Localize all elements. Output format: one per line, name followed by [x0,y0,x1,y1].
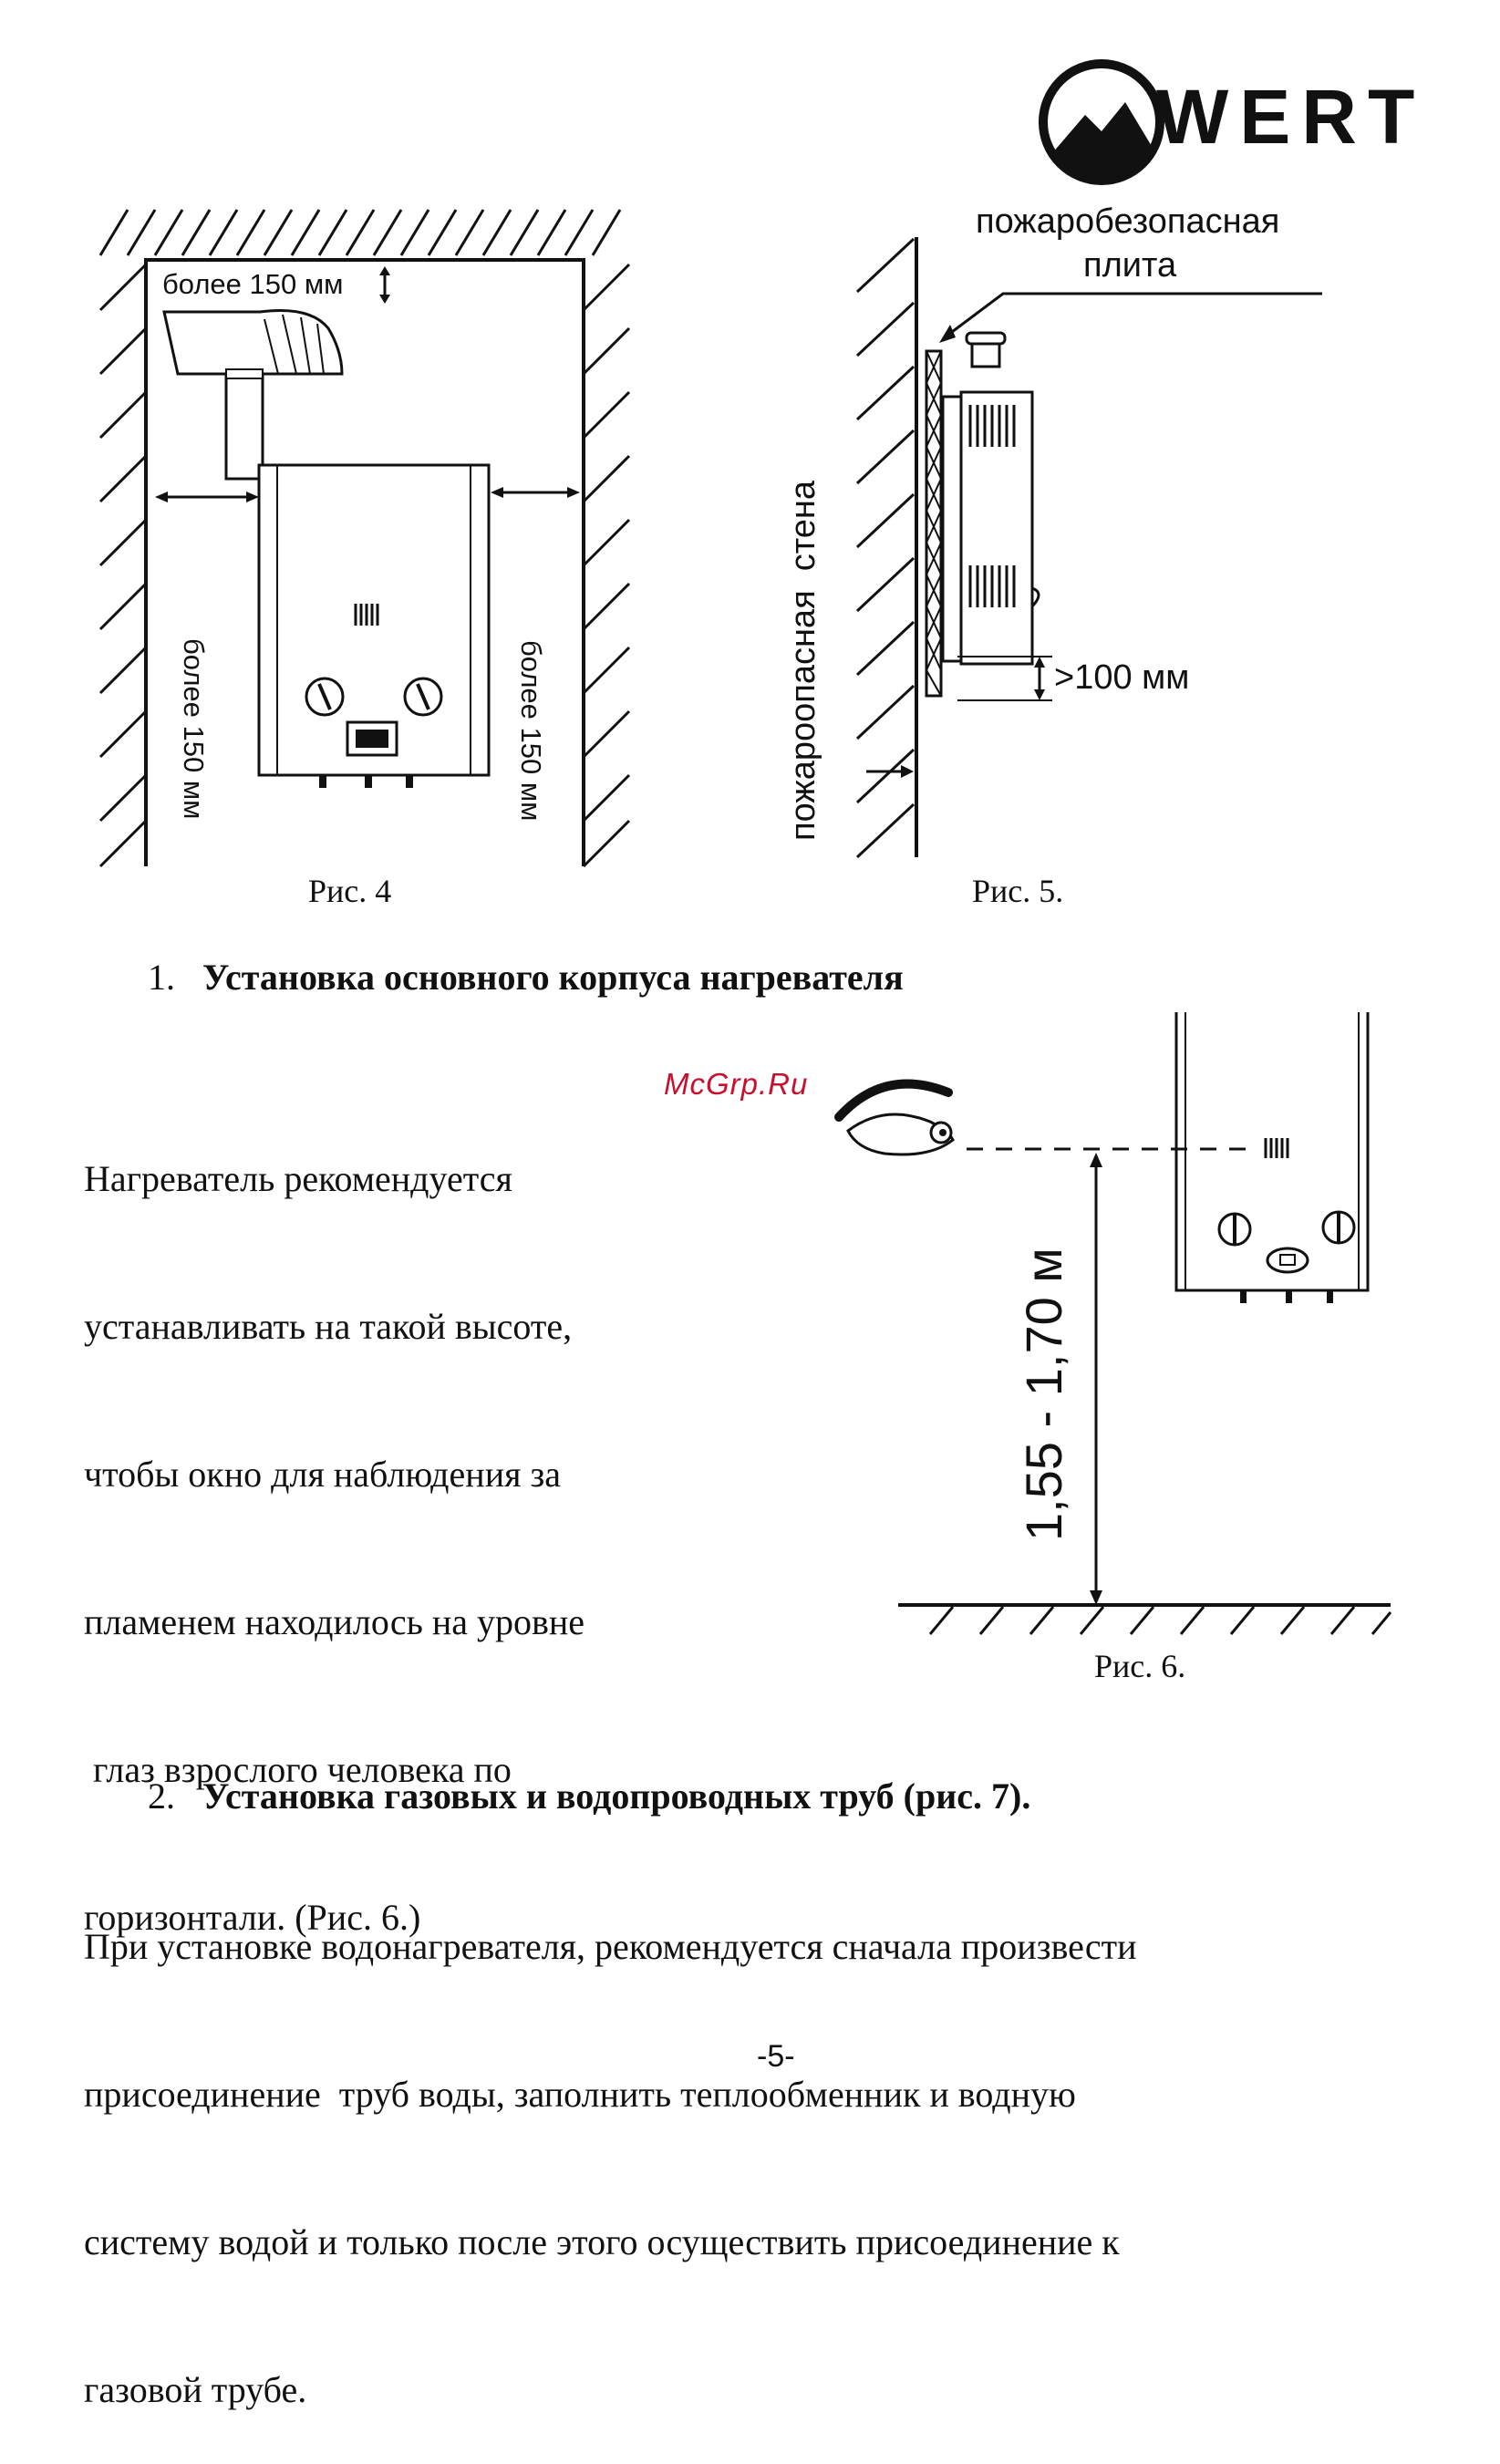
fig5-plate-label-line2: плита [1083,246,1177,285]
section-2-number: 2. [148,1776,175,1817]
fig4-top-clearance-label: более 150 мм [162,268,344,300]
section-2-title: Установка газовых и водопроводных труб (… [202,1776,1031,1817]
page-number: -5- [757,2039,795,2074]
section-2-heading: 2. Установка газовых и водопроводных труб… [148,1775,1030,1817]
fig4-right-clearance-label: более 150 мм [515,640,547,822]
figure-5-diagram [855,237,1322,859]
fig6-height-label: 1,55 - 1,70 м [1015,1248,1072,1541]
section-1-number: 1. [148,957,175,998]
fig5-caption: Рис. 5. [972,873,1064,909]
fig6-caption: Рис. 6. [1094,1648,1186,1684]
section-1-heading: 1. Установка основного корпуса нагревател… [148,956,904,999]
section-1-title: Установка основного корпуса нагревателя [202,957,904,998]
section-1-line: устанавливать на такой высоте, [84,1306,573,1347]
fig4-left-clearance-label: более 150 мм [178,638,210,820]
section-2-line: При установке водонагревателя, рекоменду… [84,1926,1137,1967]
section-2-paragraph: При установке водонагревателя, рекоменду… [84,1824,1137,2464]
section-1-line: горизонтали. (Рис. 6.) [84,1897,421,1938]
figure-6-diagram [834,1012,1392,1635]
fig5-bottom-clearance-label: >100 мм [1054,658,1190,697]
watermark: McGrp.Ru [664,1067,809,1101]
section-2-line: газовой трубе. [84,2369,307,2410]
fig5-wall-label: пожароопасная стена [784,481,822,841]
section-2-line: систему водой и только после этого осуще… [84,2221,1120,2262]
section-1-line: пламенем находилось на уровне [84,1601,585,1642]
figure-4-diagram [98,209,631,868]
fig4-caption: Рис. 4 [308,873,392,909]
section-1-line: Нагреватель рекомендуется [84,1158,512,1199]
brand-name: WERT [1156,74,1426,160]
section-1-line: глаз взрослого человека по [84,1749,512,1790]
section-1-paragraph: Нагреватель рекомендуется устанавливать … [84,1056,584,1992]
wert-logo-icon [1039,59,1164,185]
section-2-line: присоединение труб воды, заполнить тепло… [84,2074,1076,2115]
section-1-line: чтобы окно для наблюдения за [84,1454,562,1495]
fig5-plate-label-line1: пожаробезопасная [976,202,1280,241]
eye-icon [846,1113,955,1156]
